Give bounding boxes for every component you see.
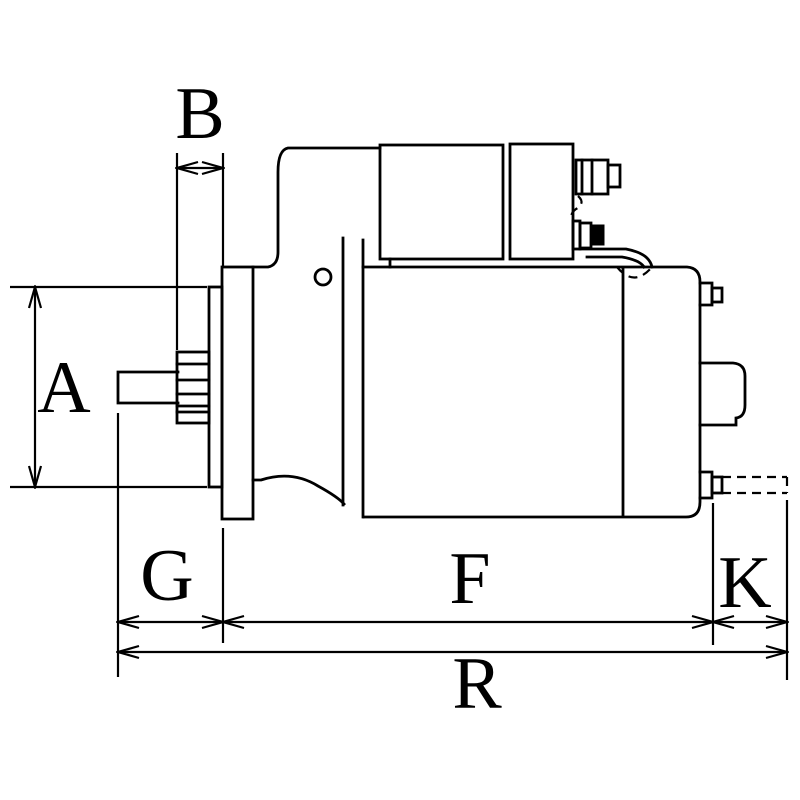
battery-terminal-washer-lines xyxy=(580,158,594,196)
dimension-label-k: K xyxy=(718,542,771,624)
through-bolt-upper xyxy=(698,281,714,307)
solenoid-cap xyxy=(508,142,575,261)
field-terminal-nut xyxy=(578,221,593,250)
pilot-plate xyxy=(207,285,224,489)
dimension-annotations: B A G F K R xyxy=(10,73,787,725)
field-wire-hidden-arc xyxy=(616,266,653,279)
dimension-label-b: B xyxy=(175,73,224,155)
dimension-label-r: R xyxy=(452,643,502,725)
through-bolt-upper-head xyxy=(710,286,724,304)
inspection-hole xyxy=(313,267,333,287)
dimension-label-f: F xyxy=(449,538,490,620)
rear-bearing-boss xyxy=(698,361,747,427)
drive-housing-bottom xyxy=(251,474,346,506)
dimension-label-g: G xyxy=(140,535,193,617)
pinion-gear-teeth xyxy=(175,362,211,414)
starter-motor xyxy=(116,142,789,521)
drive-housing-top xyxy=(251,146,382,269)
motor-body xyxy=(361,265,702,519)
through-bolt-lower xyxy=(698,470,714,500)
dimension-label-a: A xyxy=(37,347,90,429)
through-bolt-lower-head xyxy=(710,475,724,495)
mounting-flange xyxy=(220,265,255,521)
drive-shaft xyxy=(116,370,180,405)
hidden-stud-extension xyxy=(722,475,789,495)
field-terminal-cap xyxy=(590,224,605,246)
solenoid-body xyxy=(378,143,505,261)
field-wire-outer xyxy=(578,247,654,269)
field-wire-inner xyxy=(585,255,646,269)
terminal-connector-hidden-line xyxy=(570,195,583,222)
battery-terminal-stud xyxy=(606,163,622,189)
